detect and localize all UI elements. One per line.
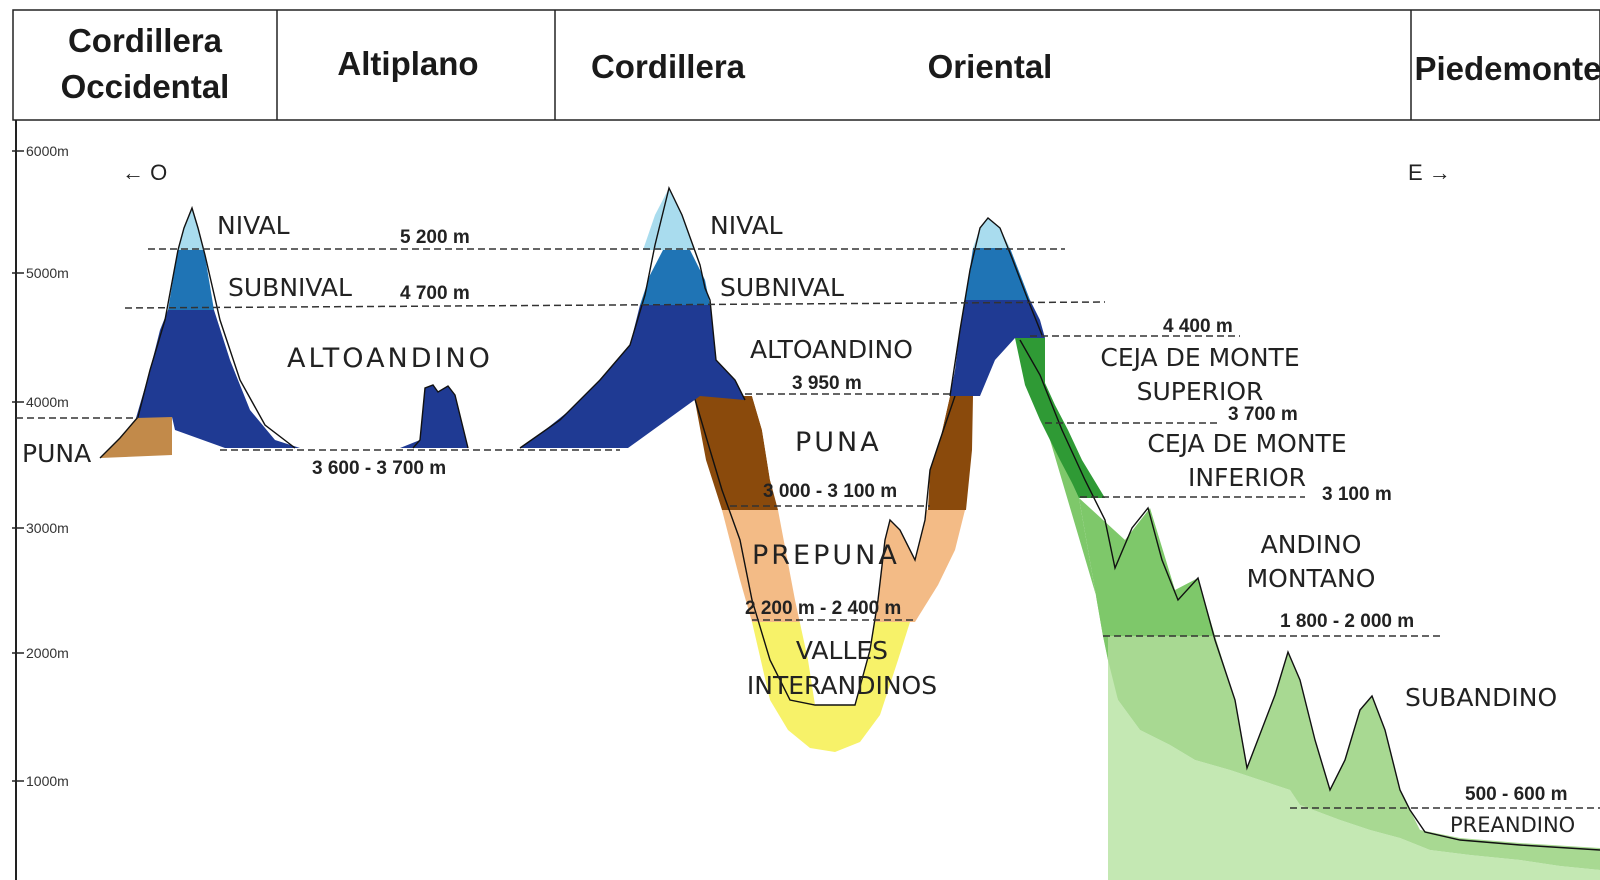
elev-3700: 3 700 m: [1228, 404, 1298, 425]
header-cordillera-occidental-line2: Occidental: [61, 68, 230, 105]
header-cordillera: Cordillera: [591, 48, 746, 85]
region-header: Cordillera Occidental Altiplano Cordille…: [12, 9, 1600, 121]
altitude-axis: 6000m 5000m 4000m 3000m 2000m 1000m: [12, 120, 69, 880]
label-ceja-superior-line2: SUPERIOR: [1137, 377, 1264, 406]
elev-4400: 4 400 m: [1163, 316, 1233, 337]
label-valles-line2: INTERANDINOS: [747, 671, 937, 700]
elev-1800: 1 800 - 2 000 m: [1280, 611, 1414, 632]
label-ceja-inferior-line2: INFERIOR: [1188, 463, 1306, 492]
eastern-peak-outline: [949, 217, 1043, 397]
western-outline: [99, 205, 296, 459]
label-preandino: PREANDINO: [1450, 813, 1575, 837]
ceja-superior-upper: [1015, 338, 1105, 498]
eastern-slope: [1015, 338, 1600, 880]
elev-5200: 5 200 m: [400, 227, 470, 248]
subnival-zone-center: [640, 250, 710, 305]
nival-zone-west: [178, 208, 204, 250]
label-subandino: SUBANDINO: [1405, 683, 1557, 712]
altoandino-zone-west: [136, 305, 745, 448]
label-nival-center: NIVAL: [710, 211, 783, 240]
tick-label-3000: 3000m: [26, 520, 69, 536]
elev-500: 500 - 600 m: [1465, 784, 1567, 805]
line-4700: [124, 301, 1106, 309]
label-puna-west: PUNA: [22, 439, 91, 468]
elev-2200: 2 200 m - 2 400 m: [745, 598, 901, 619]
altoandino-zone-east: [950, 300, 1045, 396]
label-andino-line1: ANDINO: [1261, 530, 1362, 559]
elevation-labels: 5 200 m 4 700 m 3 600 - 3 700 m 4 400 m …: [312, 227, 1567, 805]
label-altoandino-west: ALTOANDINO: [287, 343, 493, 374]
elev-3100: 3 100 m: [1322, 484, 1392, 505]
direction-east-label: E →: [1408, 160, 1451, 185]
puna-valley-zone-east: [928, 396, 973, 510]
western-mountains: [99, 185, 746, 459]
zone-labels: NIVAL SUBNIVAL ALTOANDINO PUNA NIVAL SUB…: [22, 211, 1575, 837]
label-valles-line1: VALLES: [796, 636, 888, 665]
tick-label-2000: 2000m: [26, 645, 69, 661]
label-puna-valley: PUNA: [795, 427, 882, 458]
label-prepuna: PREPUNA: [752, 540, 900, 571]
subnival-zone-east: [965, 248, 1030, 300]
header-altiplano: Altiplano: [337, 45, 478, 82]
header-piedemonte: Piedemonte: [1414, 50, 1600, 87]
eastern-slope-outline: [1019, 339, 1600, 851]
altitude-lines: [16, 248, 1600, 809]
elev-3000: 3 000 - 3 100 m: [763, 481, 897, 502]
elev-3600: 3 600 - 3 700 m: [312, 458, 446, 479]
elev-4700: 4 700 m: [400, 283, 470, 304]
label-ceja-superior-line1: CEJA DE MONTE: [1100, 343, 1299, 372]
subandino-zone: [1103, 636, 1600, 870]
valley-outline: [693, 395, 956, 706]
tick-label-5000: 5000m: [26, 265, 69, 281]
header-oriental: Oriental: [928, 48, 1053, 85]
center-peak-outline: [519, 185, 746, 449]
altiplano-outline: [412, 384, 469, 449]
puna-altiplano-zone: [100, 417, 172, 458]
interandean-valley: [693, 300, 975, 752]
puna-valley-zone: [694, 396, 780, 510]
nival-zone-center: [643, 188, 695, 250]
subandino-band: [1108, 636, 1600, 880]
eastern-peak: [949, 217, 1045, 397]
tick-label-1000: 1000m: [26, 773, 69, 789]
label-ceja-inferior-line1: CEJA DE MONTE: [1147, 429, 1346, 458]
label-andino-line2: MONTANO: [1247, 564, 1376, 593]
label-subnival-west: SUBNIVAL: [228, 273, 352, 302]
label-nival-west: NIVAL: [217, 211, 290, 240]
subnival-zone-west: [168, 250, 214, 310]
direction-west-label: ← O: [122, 160, 167, 185]
label-altoandino-center: ALTOANDINO: [750, 335, 913, 364]
valley-floor: [752, 300, 975, 705]
elev-3950: 3 950 m: [792, 373, 862, 394]
andino-montano-zone: [1079, 498, 1215, 636]
header-cordillera-occidental-line1: Cordillera: [68, 22, 223, 59]
tick-label-4000: 4000m: [26, 394, 69, 410]
tick-label-6000: 6000m: [26, 143, 69, 159]
label-subnival-center: SUBNIVAL: [720, 273, 844, 302]
